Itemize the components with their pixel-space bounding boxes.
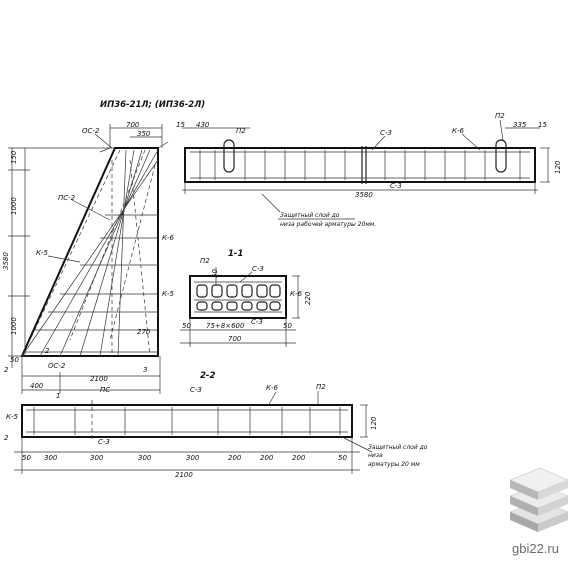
dim-b2100: 2100 [175,471,193,479]
section-2-2-title: 2-2 [200,371,215,381]
dim-430: 430 [196,121,210,129]
dim-350: 350 [137,130,151,138]
dim-b50-b: 50 [338,454,347,462]
dim-b300-d: 300 [186,454,200,462]
dim-b200-c: 200 [292,454,306,462]
note2-line1: Защитный слой до [368,444,428,451]
plan-view [182,127,550,194]
dim-2100-mid: 2100 [90,375,108,383]
mark-p2-b: П2 [495,112,505,120]
dim-150-left: 150 [10,150,18,164]
dim-3580-vertical: 3580 [2,252,10,270]
mark-k6-a: К-6 [162,234,174,242]
dim-2-left: 2 [4,366,9,374]
mark-c3-c: С-3 [252,265,264,273]
mark-p2-c: П2 [200,257,210,265]
dim-700-sec: 700 [228,335,242,343]
dim-2-small: 2 [45,347,50,355]
mark-c3-f: С-3 [98,438,110,446]
elevation-view [20,141,169,357]
dim-b50-a: 50 [22,454,31,462]
dim-15-a: 15 [176,121,185,129]
dim-b200-b: 200 [260,454,274,462]
dim-3580-horizontal: 3580 [355,191,373,199]
dim-2-b: 2 [4,434,9,442]
mark-k6-d: К-6 [266,384,278,392]
note-cover-line2: низа рабочей арматуры 20мм. [280,221,376,228]
mark-c3-a: С-3 [380,129,392,137]
mark-k6-c: К-6 [290,290,302,298]
dim-50-b: 50 [283,322,292,330]
dim-b300-b: 300 [90,454,104,462]
watermark-site: gbi22.ru [512,541,559,556]
dim-700-top: 700 [126,121,140,129]
dim-120-b: 120 [370,416,378,430]
section-2-2: 2-2 К-5 2 ПС С-3 К-6 П2 С-3 1 120 Защитн… [4,371,428,479]
dim-15-b: 15 [538,121,547,129]
dim-1000-upper: 1000 [10,197,18,215]
dim-270: 270 [137,328,151,336]
mark-p2-d: П2 [316,383,326,391]
dim-b300-a: 300 [44,454,58,462]
dim-50-sec: 50 [211,269,219,278]
mark-pc2: ПС-2 [58,194,76,202]
dim-220-sec: 220 [304,291,312,305]
note2-line3: арматуры 20 мм [368,461,420,468]
mark-c3-d: С-3 [251,318,263,326]
watermark-logo [509,467,569,532]
section-1-1-title: 1-1 [228,249,243,259]
mark-c3-e: С-3 [190,386,202,394]
drawing-title: ИП36-21Л; (ИП36-2Л) [100,100,205,110]
dim-1-b: 1 [56,392,60,400]
mark-k6-b: К-6 [452,127,464,135]
plan-labels: 15 430 П2 С-3 К-6 П2 335 15 120 С-3 3580… [176,112,562,228]
mark-pc: ПС [100,386,110,394]
mark-os2-bot: ОС-2 [48,362,66,370]
note2-line2: низа [368,452,383,459]
dim-75-8-600: 75+8×600 [206,322,245,330]
dim-400: 400 [30,382,44,390]
mark-c3-b: С-3 [390,182,402,190]
elevation-marks: ОС-2 ПС-2 К-5 К-6 К-5 ОС-2 [36,127,174,370]
dim-1000-lower: 1000 [10,317,18,335]
mark-k5-b: К-5 [162,290,174,298]
mark-k5-c: К-5 [6,413,18,421]
mark-p2-a: П2 [236,127,246,135]
dim-335: 335 [513,121,527,129]
dim-120-right: 120 [554,160,562,174]
dim-b300-c: 300 [138,454,152,462]
elevation-dimensions: 700 350 150 1000 3580 1000 50 2 400 2100… [2,121,163,394]
mark-os2-top: ОС-2 [82,127,100,135]
dim-b200-a: 200 [228,454,242,462]
dim-50-left: 50 [10,356,19,364]
note-cover-line1: Защитный слой до [280,212,340,219]
section-1-1: 1-1 П2 С-3 С-3 К-6 50 220 50 75+8×600 5 [180,249,312,347]
dim-3-right: 3 [143,366,147,374]
mark-k5-a: К-5 [36,249,48,257]
dim-50-a: 50 [182,322,191,330]
